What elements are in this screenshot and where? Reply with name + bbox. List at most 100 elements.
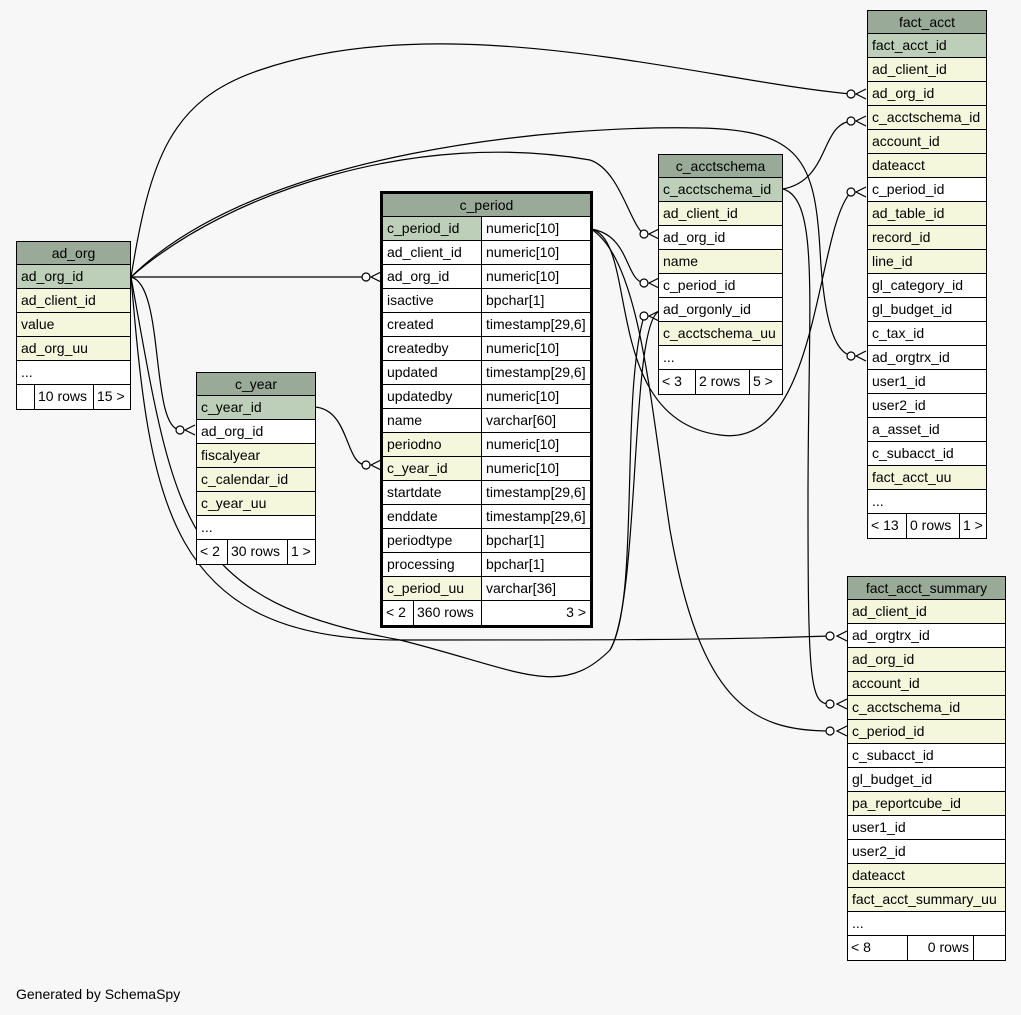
column-name: value: [21, 316, 55, 332]
column-type: timestamp[29,6]: [481, 481, 590, 504]
column-name: user1_id: [872, 373, 926, 389]
column-name: c_period_id: [663, 277, 736, 293]
column-name: c_tax_id: [872, 325, 925, 341]
column-name: ad_client_id: [663, 205, 738, 221]
column-name: name: [387, 412, 423, 428]
table-c-acctschema[interactable]: c_acctschema c_acctschema_id ad_client_i…: [658, 154, 783, 395]
table-title: c_acctschema: [659, 155, 782, 178]
column-name: user1_id: [852, 819, 906, 835]
parents-count: < 3: [662, 373, 682, 389]
column-name: c_subacct_id: [852, 747, 934, 763]
column-name: c_acctschema_uu: [663, 325, 776, 341]
column-name: createdby: [387, 340, 449, 356]
column-name: ad_org_id: [872, 85, 935, 101]
link-acctschema-ad-org: [130, 151, 645, 278]
column-name: ad_client_id: [872, 61, 947, 77]
column-name: account_id: [852, 675, 920, 691]
link-summary-ad-orgtrx: [130, 276, 831, 641]
column-name: dateacct: [852, 867, 905, 883]
parents-count: < 2: [386, 604, 406, 620]
column-name: processing: [387, 556, 455, 572]
column-name: ...: [201, 519, 213, 535]
parents-count: < 13: [871, 517, 899, 533]
column-name: c_acctschema_id: [872, 109, 981, 125]
column-type: timestamp[29,6]: [481, 361, 590, 384]
column-type: numeric[10]: [481, 457, 590, 480]
column-type: timestamp[29,6]: [481, 505, 590, 528]
column-type: bpchar[1]: [481, 553, 590, 576]
column-name: ad_orgtrx_id: [852, 627, 930, 643]
column-type: numeric[10]: [481, 385, 590, 408]
children-count: 1 >: [287, 540, 315, 564]
column-name: line_id: [872, 253, 913, 269]
table-title: ad_org: [17, 242, 130, 265]
column-name: fact_acct_id: [872, 37, 947, 53]
column-name: pa_reportcube_id: [852, 795, 961, 811]
column-name: ad_org_id: [852, 651, 915, 667]
row-count: 0 rows: [906, 514, 959, 538]
column-type: numeric[10]: [481, 337, 590, 360]
parents-count: < 2: [200, 543, 220, 559]
column-name: account_id: [872, 133, 940, 149]
column-name: ad_org_id: [21, 268, 84, 284]
column-name: isactive: [387, 292, 434, 308]
table-c-year[interactable]: c_year c_year_id ad_org_id fiscalyear c_…: [196, 372, 316, 565]
column-name: startdate: [387, 484, 442, 500]
column-name: periodtype: [387, 532, 453, 548]
link-fact-acct-acctschema: [782, 120, 852, 190]
column-name: record_id: [872, 229, 931, 245]
children-count: 5 >: [749, 370, 782, 394]
column-name: c_period_id: [872, 181, 945, 197]
column-name: ...: [872, 493, 884, 509]
column-name: created: [387, 316, 434, 332]
link-c-year-ad-org: [130, 276, 181, 431]
row-count: 10 rows: [34, 385, 93, 409]
row-count: 360 rows: [413, 601, 481, 625]
column-name: fact_acct_uu: [872, 469, 952, 485]
column-name: c_year_uu: [201, 495, 267, 511]
table-fact-acct[interactable]: fact_acct fact_acct_id ad_client_id ad_o…: [867, 10, 987, 539]
column-name: gl_category_id: [872, 277, 964, 293]
column-name: gl_budget_id: [872, 301, 953, 317]
column-name: dateacct: [872, 157, 925, 173]
children-count: 3 >: [481, 601, 590, 625]
parents-count: < 8: [851, 939, 871, 955]
column-name: c_period_id: [852, 723, 925, 739]
column-name: c_period_id: [387, 220, 460, 236]
row-count: 30 rows: [227, 540, 287, 564]
table-title: c_period: [383, 194, 590, 217]
table-title: c_year: [197, 373, 315, 396]
parents-count: [17, 385, 34, 409]
column-name: ad_table_id: [872, 205, 945, 221]
column-name: updatedby: [387, 388, 453, 404]
column-type: varchar[60]: [481, 409, 590, 432]
column-name: c_acctschema_id: [852, 699, 961, 715]
column-name: ad_orgtrx_id: [872, 349, 950, 365]
table-ad-org[interactable]: ad_org ad_org_id ad_client_id value ad_o…: [16, 241, 131, 410]
table-title: fact_acct_summary: [848, 577, 1005, 600]
link-acctschema-c-period: [590, 228, 645, 284]
generated-by-note: Generated by SchemaSpy: [16, 986, 181, 1002]
column-name: fiscalyear: [201, 447, 261, 463]
column-type: bpchar[1]: [481, 529, 590, 552]
column-type: bpchar[1]: [481, 289, 590, 312]
column-type: timestamp[29,6]: [481, 313, 590, 336]
column-name: fact_acct_summary_uu: [852, 891, 997, 907]
column-name: user2_id: [872, 397, 926, 413]
column-name: ...: [21, 364, 33, 380]
table-title: fact_acct: [868, 11, 986, 34]
link-fact-acct-ad-orgtrx: [130, 127, 852, 357]
column-name: user2_id: [852, 843, 906, 859]
link-summary-ad-org: [130, 276, 645, 678]
column-name: ad_client_id: [21, 292, 96, 308]
column-name: ad_org_id: [201, 423, 264, 439]
table-fact-acct-summary[interactable]: fact_acct_summary ad_client_id ad_orgtrx…: [847, 576, 1006, 961]
row-count: 2 rows: [695, 370, 749, 394]
column-name: name: [663, 253, 699, 269]
column-type: varchar[36]: [481, 577, 590, 600]
column-name: ad_orgonly_id: [663, 301, 751, 317]
column-name: c_period_uu: [383, 577, 481, 600]
children-count: [973, 936, 1005, 960]
